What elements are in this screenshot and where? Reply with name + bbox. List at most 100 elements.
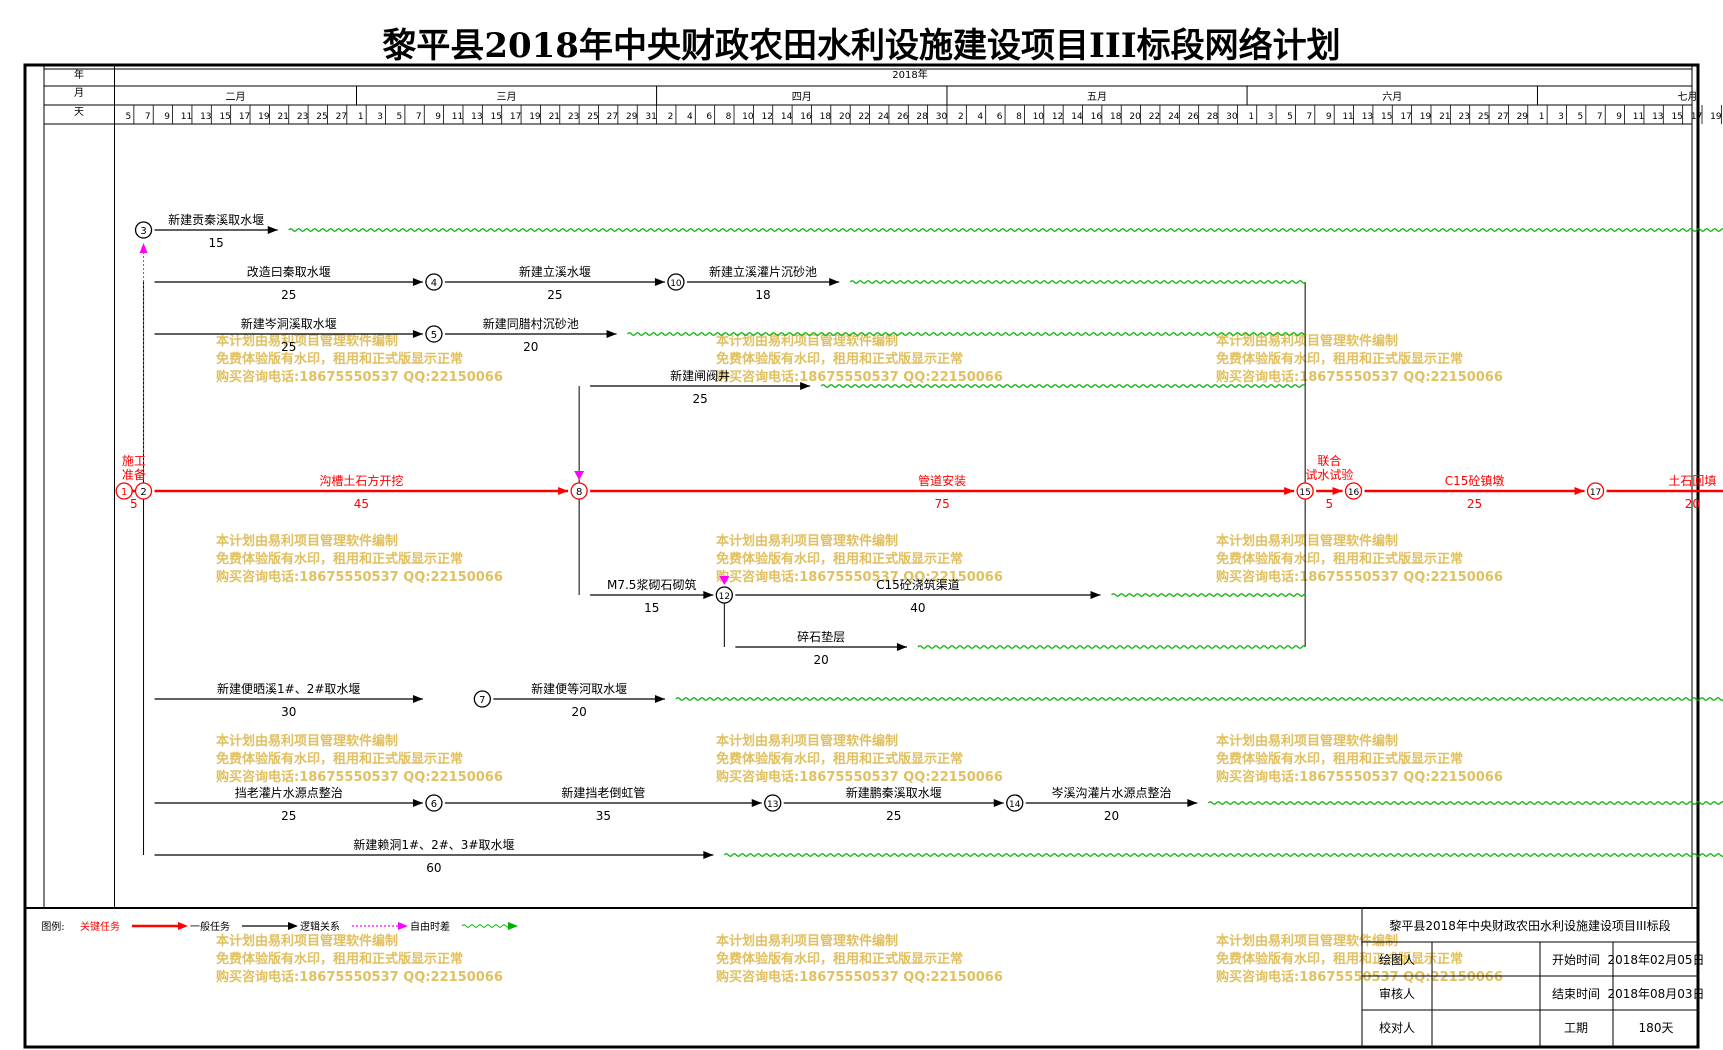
day-label: 5 bbox=[397, 112, 403, 122]
day-label: 19 bbox=[258, 112, 270, 122]
task-name: 新建便晒溪1#、2#取水堰 bbox=[217, 681, 360, 696]
day-label: 3 bbox=[1268, 112, 1274, 122]
legend-item-label: 关键任务 bbox=[80, 920, 120, 933]
network-node bbox=[1586, 482, 1605, 500]
node-number: 8 bbox=[576, 487, 582, 498]
task-duration: 25 bbox=[281, 809, 296, 823]
day-label: 26 bbox=[1187, 112, 1199, 122]
task-duration: 20 bbox=[523, 340, 538, 354]
watermark-text: 免费体验版有水印，租用和正式版显示正常 bbox=[1216, 551, 1463, 567]
task-name: 改造曰秦取水堰 bbox=[247, 265, 331, 279]
task-arrowhead bbox=[703, 591, 714, 599]
day-label: 10 bbox=[1033, 112, 1045, 122]
day-label: 5 bbox=[126, 112, 132, 122]
task-arrowhead bbox=[412, 330, 423, 338]
month-label: 七月 bbox=[1678, 91, 1698, 103]
watermark-text: 免费体验版有水印，租用和正式版显示正常 bbox=[716, 751, 963, 767]
task-duration: 25 bbox=[886, 809, 901, 823]
task-name: 挡老灌片水源点整治 bbox=[235, 785, 343, 800]
day-label: 12 bbox=[1052, 112, 1063, 122]
day-label: 7 bbox=[145, 112, 151, 122]
task-name: M7.5浆砌石砌筑 bbox=[607, 577, 696, 592]
day-label: 13 bbox=[471, 112, 482, 122]
watermark-text: 免费体验版有水印，租用和正式版显示正常 bbox=[216, 551, 463, 567]
day-label: 11 bbox=[452, 112, 463, 122]
task-duration: 15 bbox=[208, 236, 223, 250]
free-float-line bbox=[917, 645, 1306, 649]
task-name: 准备 bbox=[122, 468, 146, 482]
free-float-line bbox=[627, 332, 1306, 336]
watermark-text: 购买咨询电话:18675550537 QQ:22150066 bbox=[216, 969, 503, 985]
day-label: 17 bbox=[239, 112, 250, 122]
task-name: 新建鹏秦溪取水堰 bbox=[846, 785, 942, 800]
day-label: 21 bbox=[1439, 112, 1450, 122]
day-label: 19 bbox=[1420, 112, 1432, 122]
task-arrowhead bbox=[1187, 799, 1198, 807]
day-label: 30 bbox=[936, 112, 948, 122]
day-label: 9 bbox=[1326, 112, 1332, 122]
legend-label: 图例: bbox=[41, 920, 64, 933]
day-label: 12 bbox=[762, 112, 773, 122]
watermark-text: 本计划由易利项目管理软件编制 bbox=[216, 933, 398, 949]
logic-arrowhead bbox=[719, 576, 730, 585]
day-label: 2 bbox=[668, 112, 674, 122]
watermark-text: 本计划由易利项目管理软件编制 bbox=[216, 733, 398, 749]
network-node bbox=[425, 794, 443, 812]
task-name: 土石回填 bbox=[1668, 474, 1716, 488]
day-label: 23 bbox=[1458, 112, 1469, 122]
day-label: 7 bbox=[416, 112, 422, 122]
free-float-line bbox=[1207, 801, 1723, 805]
task-name: C15砼镇墩 bbox=[1445, 474, 1505, 488]
day-label: 15 bbox=[490, 112, 501, 122]
task-duration: 5 bbox=[130, 497, 138, 511]
task-name: 岑溪沟灌片水源点整治 bbox=[1052, 785, 1172, 800]
day-label: 13 bbox=[1652, 112, 1663, 122]
day-label: 19 bbox=[1710, 112, 1722, 122]
day-label: 4 bbox=[687, 112, 693, 122]
node-number: 12 bbox=[719, 592, 730, 602]
day-label: 5 bbox=[1578, 112, 1584, 122]
watermark-text: 免费体验版有水印，租用和正式版显示正常 bbox=[716, 551, 963, 567]
day-label: 17 bbox=[1691, 112, 1702, 122]
task-name: 施工 bbox=[122, 454, 146, 468]
day-label: 22 bbox=[858, 112, 869, 122]
watermark-text: 购买咨询电话:18675550537 QQ:22150066 bbox=[716, 769, 1003, 785]
day-label: 30 bbox=[1226, 112, 1238, 122]
month-label: 二月 bbox=[226, 91, 246, 103]
network-node bbox=[425, 273, 443, 291]
day-label: 13 bbox=[200, 112, 211, 122]
watermark-text: 购买咨询电话:18675550537 QQ:22150066 bbox=[716, 969, 1003, 985]
free-float-line bbox=[723, 853, 1723, 857]
watermark-text: 购买咨询电话:18675550537 QQ:22150066 bbox=[716, 369, 1003, 385]
watermark-text: 免费体验版有水印，租用和正式版显示正常 bbox=[216, 351, 463, 367]
task-arrowhead bbox=[558, 487, 569, 495]
day-label: 1 bbox=[358, 112, 364, 122]
day-label: 21 bbox=[278, 112, 289, 122]
info-block bbox=[1361, 907, 1699, 1048]
info-project-name: 黎平县2018年中央财政农田水利设施建设项目III标段 bbox=[1389, 918, 1670, 933]
task-name: 管道安装 bbox=[918, 473, 966, 488]
day-label: 24 bbox=[878, 112, 890, 122]
info-cell-value: 2018年08月03日 bbox=[1607, 987, 1704, 1001]
watermark-text: 免费体验版有水印，租用和正式版显示正常 bbox=[216, 751, 463, 767]
day-label: 10 bbox=[742, 112, 754, 122]
day-label: 9 bbox=[164, 112, 170, 122]
logic-arrowhead bbox=[139, 243, 148, 253]
task-name: 新建岑洞溪取水堰 bbox=[241, 316, 337, 331]
task-duration: 20 bbox=[571, 705, 586, 719]
day-label: 27 bbox=[1497, 112, 1508, 122]
task-arrowhead bbox=[412, 799, 423, 807]
day-label: 5 bbox=[1287, 112, 1293, 122]
watermark-text: 免费体验版有水印，租用和正式版显示正常 bbox=[1216, 351, 1463, 367]
watermark-text: 本计划由易利项目管理软件编制 bbox=[716, 933, 898, 949]
task-arrowhead bbox=[993, 799, 1004, 807]
day-label: 15 bbox=[1381, 112, 1392, 122]
node-number: 7 bbox=[479, 695, 485, 706]
free-float-line bbox=[849, 280, 1306, 284]
day-label: 29 bbox=[1517, 112, 1529, 122]
network-node bbox=[134, 482, 153, 500]
task-duration: 35 bbox=[596, 809, 611, 823]
task-duration: 5 bbox=[1326, 497, 1334, 511]
watermark-text: 购买咨询电话:18675550537 QQ:22150066 bbox=[1216, 569, 1503, 585]
day-label: 11 bbox=[1633, 112, 1644, 122]
